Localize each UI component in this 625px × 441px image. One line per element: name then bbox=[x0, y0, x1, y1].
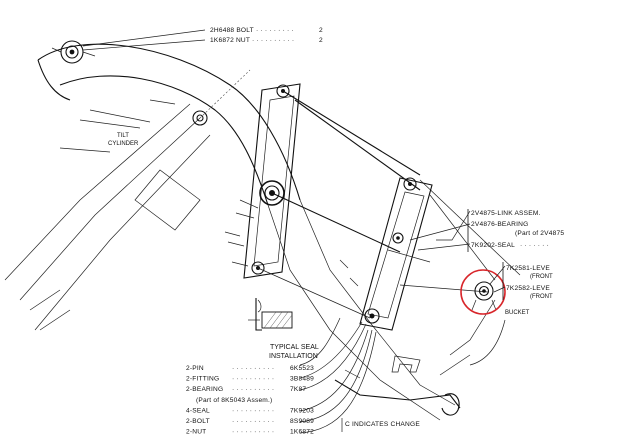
parts-list-item-name: 2-BEARING bbox=[186, 386, 223, 393]
top-nut-leader-dots: · · · · · · · · · · bbox=[252, 37, 294, 44]
seal-detail bbox=[248, 298, 293, 331]
bucket-label: BUCKET bbox=[505, 310, 530, 316]
lever-front-1-sub: (FRONT bbox=[530, 274, 553, 280]
bearing-label: 2V4876-BEARING bbox=[471, 221, 528, 228]
detail-strokes bbox=[29, 99, 361, 379]
cylinder-label: CYLINDER bbox=[108, 141, 139, 147]
top-bolt-leader-dots: · · · · · · · · · bbox=[256, 27, 294, 34]
parts-list-item-part: 7K9203 bbox=[290, 407, 314, 414]
parts-list-leader-dots: · · · · · · · · · · bbox=[232, 365, 274, 372]
top-nut-label: 1K6872 NUT bbox=[210, 37, 250, 44]
installation-label: INSTALLATION bbox=[269, 353, 318, 360]
seal-right-leader-dots: · · · · · · · bbox=[520, 242, 549, 249]
link-assem-label: 2V4875-LINK ASSEM. bbox=[471, 210, 541, 217]
lever-front-1-label: 7K2581-LEVE bbox=[506, 265, 550, 272]
parts-list-item-name: 2-PIN bbox=[186, 365, 204, 372]
parts-list-leader-dots: · · · · · · · · · · bbox=[232, 429, 274, 436]
leader-lines bbox=[82, 29, 506, 434]
parts-list-item-part: 6K5523 bbox=[290, 365, 314, 372]
parts-list-leader-dots: · · · · · · · · · · bbox=[232, 418, 274, 425]
label-top-nut: 1K6872 NUT · · · · · · · · · · 2 bbox=[210, 37, 323, 44]
seal-right-label: 7K9202-SEAL bbox=[471, 242, 515, 249]
parts-list-leader-dots: · · · · · · · · · · bbox=[232, 376, 274, 383]
bellcrank-links bbox=[257, 90, 521, 319]
parts-list-item-name: 2-BOLT bbox=[186, 418, 210, 425]
parts-list-item-part: 3B8489 bbox=[290, 376, 314, 383]
parts-list-item-name: 2-NUT bbox=[186, 429, 206, 436]
parts-list-leader-dots: · · · · · · · · · · bbox=[232, 386, 274, 393]
label-top-bolt: 2H6488 BOLT · · · · · · · · · 2 bbox=[210, 27, 323, 34]
top-bolt-label: 2H6488 BOLT bbox=[210, 27, 254, 34]
tilt-label: TILT bbox=[117, 133, 129, 139]
highlight-circle bbox=[460, 269, 506, 315]
top-bolt-qty: 2 bbox=[319, 27, 323, 34]
parts-list-item-part: 1K6872 bbox=[290, 429, 314, 436]
parts-list-leader-dots: · · · · · · · · · · bbox=[232, 407, 274, 414]
parts-list-item-name: 4-SEAL bbox=[186, 407, 210, 414]
tilt-link-left bbox=[231, 83, 301, 279]
lever-pin bbox=[471, 281, 497, 311]
bucket-outline bbox=[334, 299, 506, 416]
top-pivot-pin bbox=[51, 40, 96, 64]
change-note: C INDICATES CHANGE bbox=[345, 421, 420, 428]
lever-front-2-sub: (FRONT bbox=[530, 294, 553, 300]
typical-seal-label: TYPICAL SEAL bbox=[270, 344, 319, 351]
parts-list-item-name: 2-FITTING bbox=[186, 376, 219, 383]
parts-list-item-part: 7K87 bbox=[290, 386, 306, 393]
tilt-link-right bbox=[359, 177, 489, 331]
label-seal-right: 7K9202-SEAL · · · · · · · bbox=[471, 242, 549, 249]
tilt-cylinder bbox=[4, 69, 251, 331]
lift-arm bbox=[37, 43, 456, 421]
parts-list-item-name: (Part of 8K5043 Assem.) bbox=[196, 397, 272, 404]
parts-list: 2-PIN · · · · · · · · · · 6K5523 2-FITTING ·… bbox=[186, 365, 314, 436]
lever-front-2-label: 7K2582-LEVE bbox=[506, 285, 550, 292]
top-nut-qty: 2 bbox=[319, 37, 323, 44]
bearing-note: (Part of 2V4875 bbox=[515, 230, 564, 237]
parts-list-item-part: 8S9089 bbox=[290, 418, 314, 425]
